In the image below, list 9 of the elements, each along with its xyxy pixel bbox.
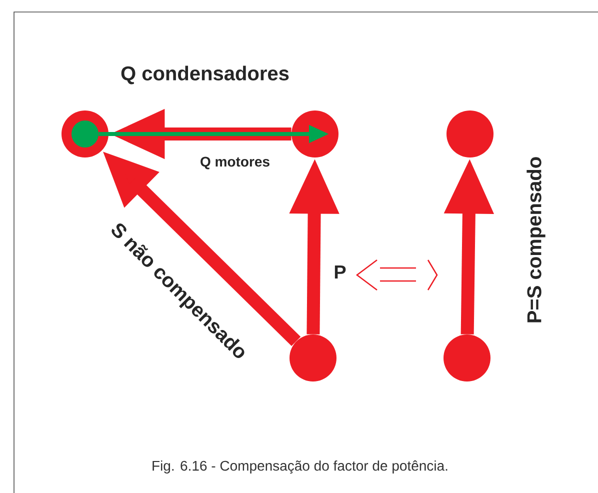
caption: Fig. 6.16 - Compensação do factor de potência. — [152, 460, 448, 474]
edge-label: P — [334, 265, 346, 279]
dot — [72, 120, 98, 148]
dot — [444, 334, 490, 382]
dot — [446, 110, 494, 158]
edge-label: Q motores — [200, 156, 270, 170]
label: Q condensadores — [121, 66, 289, 84]
dot — [290, 334, 336, 382]
edge-label: P=S compensado — [526, 157, 546, 322]
